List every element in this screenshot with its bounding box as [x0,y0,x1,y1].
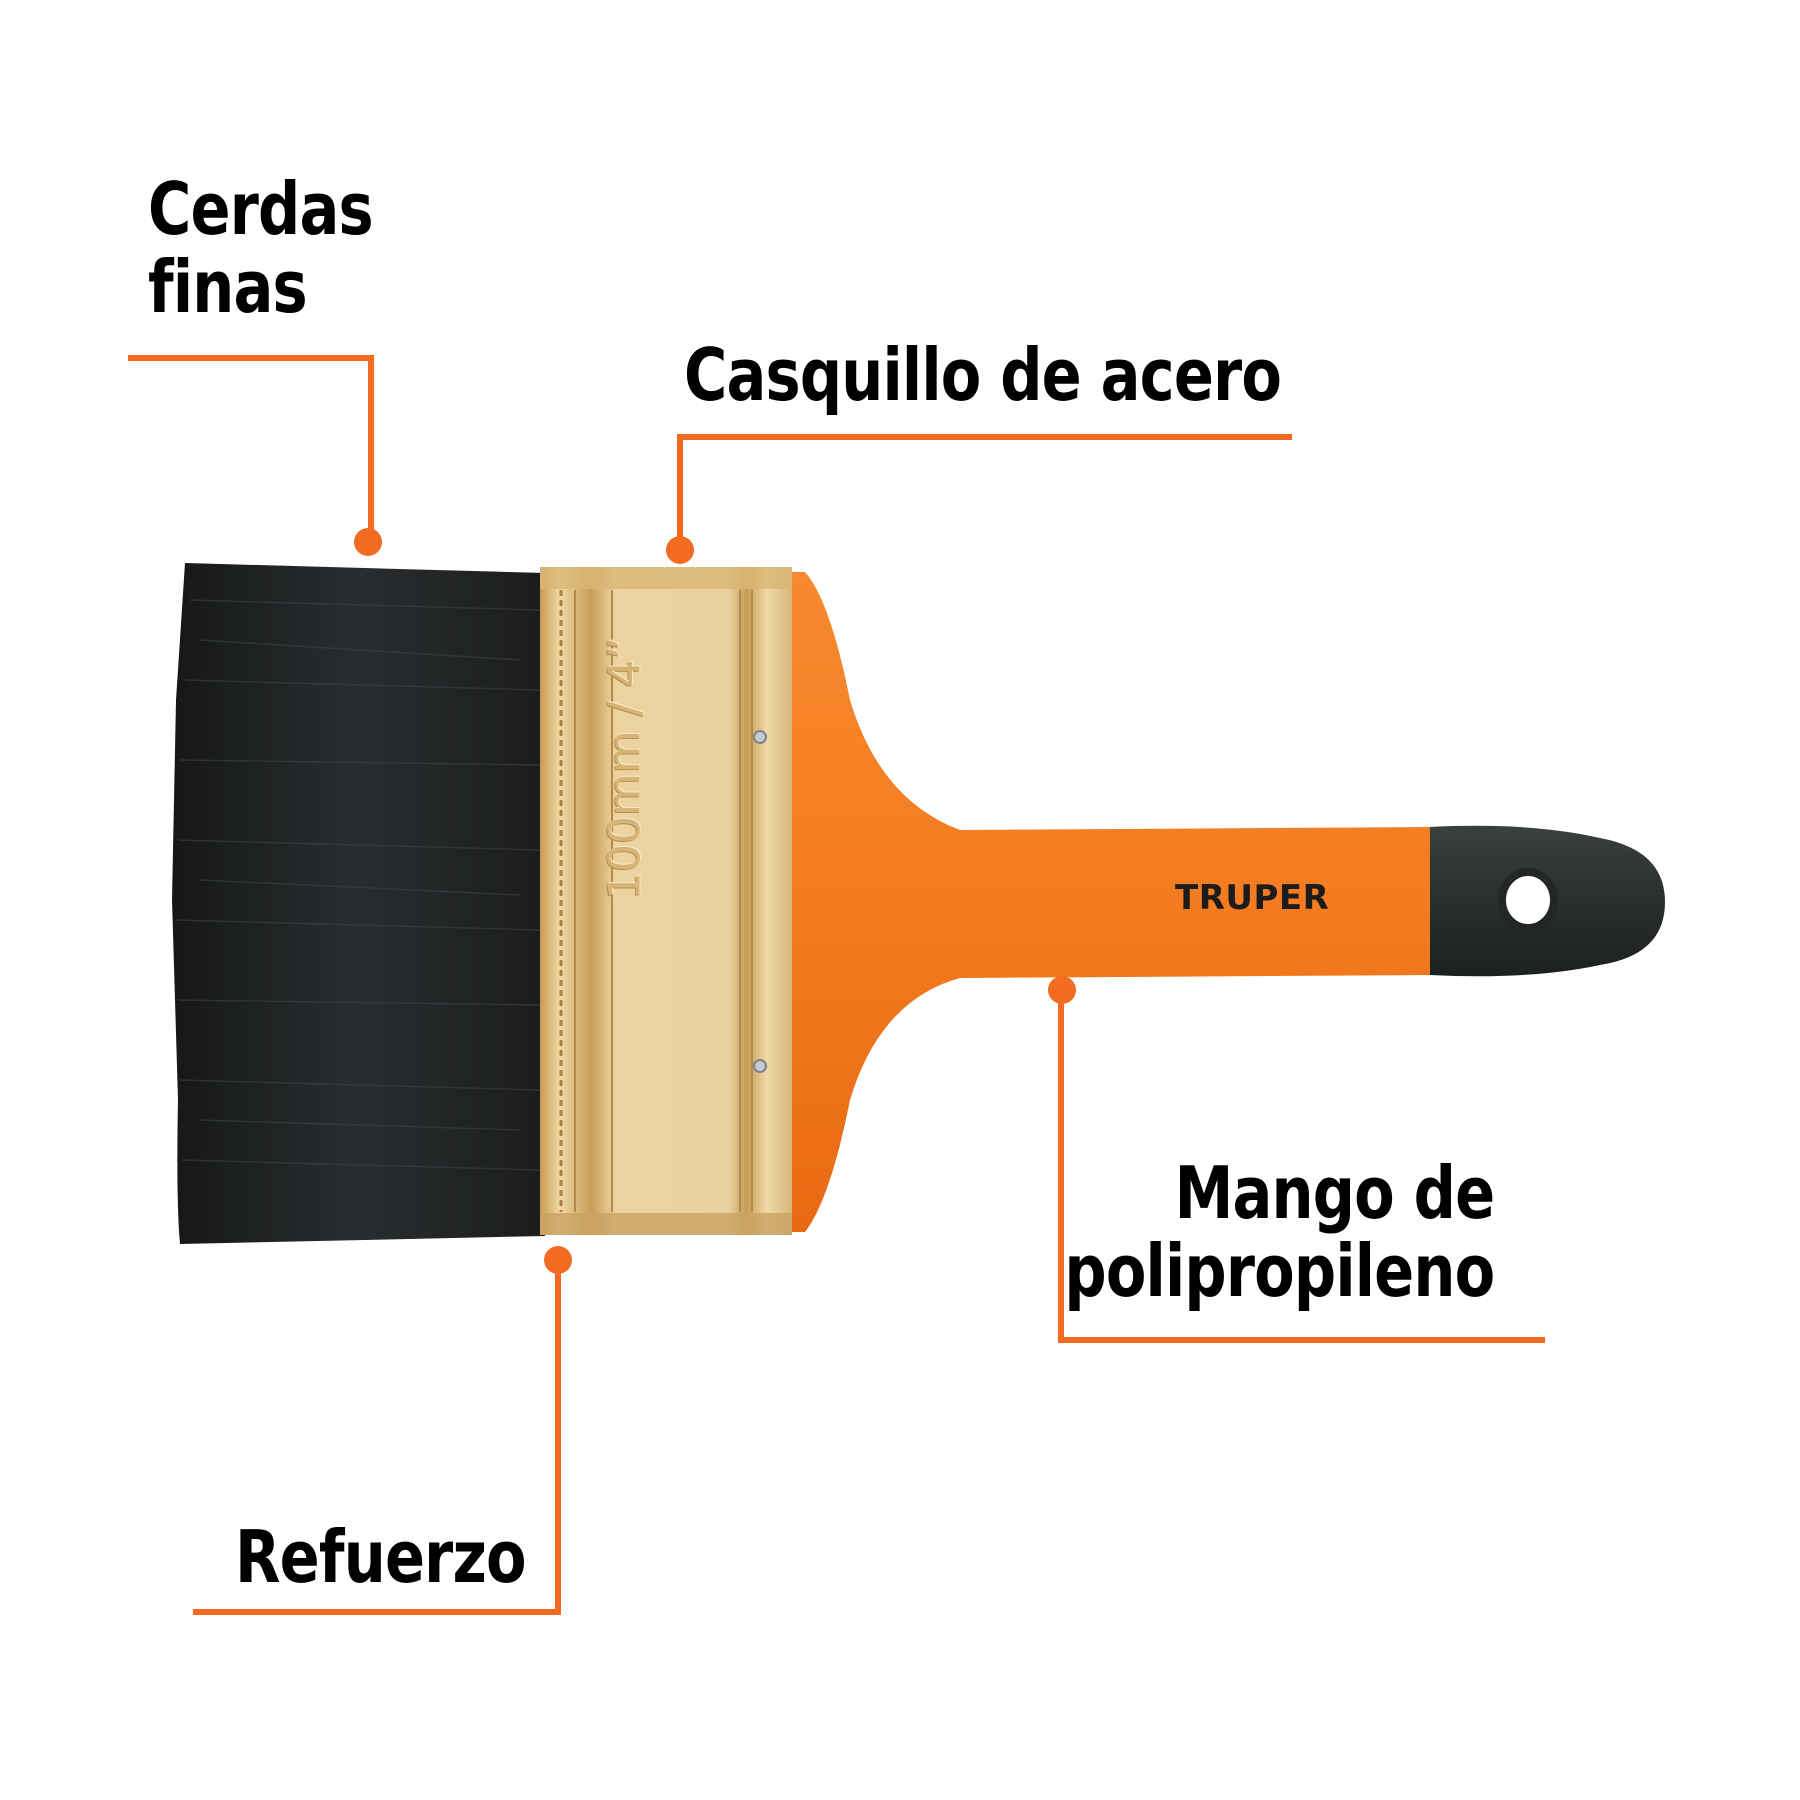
callout-bristles-dot [354,528,382,556]
callout-handle-vline [1058,990,1064,1342]
callout-bristles-line2: finas [148,245,308,329]
callout-ferrule-hline [677,434,1292,440]
brand-logo: TRUPER [1175,878,1330,918]
callout-reinforcement-vline [555,1260,561,1615]
callout-ferrule-dot [666,536,694,564]
hang-hole [1498,868,1558,932]
callout-bristles-hline [128,355,374,361]
rivet [753,1059,767,1073]
callout-ferrule-text: Casquillo de acero [684,333,1282,417]
ferrule [540,567,792,1235]
callout-handle-label: Mango de polipropileno [1064,1151,1495,1313]
callout-ferrule-label: Casquillo de acero [684,333,1282,417]
callout-bristles-label: Cerdas finas [148,167,374,329]
rivet [753,730,767,744]
bristles [172,563,545,1244]
handle [790,572,1665,1232]
callout-bristles-vline [368,355,374,540]
callout-reinforcement-label: Refuerzo [235,1515,527,1599]
callout-handle-hline [1058,1337,1545,1343]
callout-bristles-line1: Cerdas [148,167,374,251]
callout-reinforcement-text: Refuerzo [235,1515,527,1599]
callout-handle-line1: Mango de [1174,1151,1495,1235]
callout-ferrule-vline [677,434,683,546]
callout-reinforcement-hline [193,1609,561,1615]
callout-handle-line2: polipropileno [1064,1229,1495,1313]
